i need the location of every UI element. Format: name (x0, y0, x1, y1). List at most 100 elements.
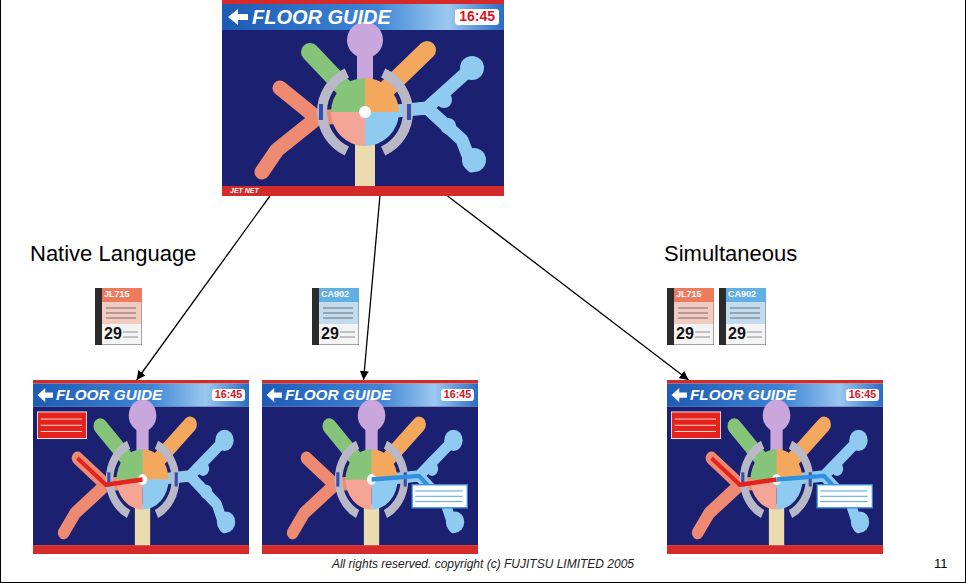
ticket-line (747, 337, 762, 338)
plane-icon (228, 9, 248, 25)
satellite-blue (831, 462, 843, 476)
info-line (41, 425, 82, 426)
ticket-band (674, 288, 714, 302)
mode-label: Simultaneous (664, 241, 797, 266)
ticket-line (730, 318, 760, 319)
ticket-strip (719, 288, 726, 345)
satellite-blue (426, 462, 438, 476)
ticket-body (719, 288, 766, 345)
hub-center (359, 106, 371, 118)
central-hub (317, 68, 413, 155)
ticket-card: JL715 29 (667, 288, 714, 345)
satellite-blue (436, 92, 452, 108)
copyright-footer: All rights reserved. copyright (c) FUJIT… (0, 558, 966, 572)
satellite-blue (444, 430, 462, 451)
ticket-line (678, 308, 708, 309)
ticket-strip (667, 288, 674, 345)
hub-quadrant (372, 479, 398, 509)
satellite-blue (440, 118, 456, 134)
plane-icon (38, 388, 53, 402)
satellite-purple (358, 400, 386, 432)
ring-marker (404, 472, 407, 486)
hub-quadrant (345, 449, 371, 479)
screen-image: FLOOR GUIDE 16:45 (667, 380, 883, 554)
date-day: 29 (321, 325, 339, 343)
frame-line (0, 582, 966, 583)
ticket-mid (319, 302, 359, 324)
satellite-blue (217, 511, 235, 532)
satellite-blue (460, 56, 484, 80)
entrance (355, 140, 375, 186)
hub-quadrant (365, 112, 399, 146)
ticket-body (312, 288, 359, 345)
info-line (415, 490, 462, 491)
frame-line (965, 0, 966, 583)
concourse-arms (698, 424, 859, 532)
info-box-blue (412, 485, 467, 508)
info-line (415, 496, 462, 497)
ticket-line (340, 332, 355, 333)
concourse-arms (64, 424, 225, 532)
screen-art (667, 380, 883, 554)
clock-time: 16:45 (212, 389, 245, 401)
concourse-arms (262, 50, 472, 172)
date-day: 29 (104, 325, 122, 343)
hub-quadrant (345, 479, 371, 509)
ticket-line (730, 313, 760, 314)
info-box-red (38, 412, 87, 439)
ticket-body (667, 288, 714, 345)
ticket-card: JL715 29 (95, 288, 142, 345)
ring-marker (319, 104, 323, 120)
ticket-line (323, 318, 353, 319)
screen-art (222, 0, 504, 196)
hub-quadrant (331, 112, 365, 146)
ticket-band (102, 288, 142, 302)
footer-bar (33, 545, 249, 554)
concourse-arms (293, 424, 454, 532)
ticket-mid (102, 302, 142, 324)
header-strip (262, 380, 478, 384)
ticket-line (106, 308, 136, 309)
ticket-line (695, 332, 710, 333)
satellite-purple (763, 400, 791, 432)
screen-title: FLOOR GUIDE (285, 387, 391, 404)
screen-image: FLOOR GUIDE 16:45 (33, 380, 249, 554)
flight-number: JL715 (104, 290, 130, 300)
screen-title: FLOOR GUIDE (56, 387, 162, 404)
entrance (135, 504, 150, 545)
hub-quadrant (116, 449, 142, 479)
mode-label: Native Language (30, 241, 196, 266)
ticket-card: CA90229 (312, 288, 359, 345)
date-day: 29 (676, 325, 694, 343)
flight-number: JL715 (676, 290, 702, 300)
ticket-band (726, 288, 766, 302)
ring-marker (175, 472, 178, 486)
ticket-line (123, 337, 138, 338)
clock-time: 16:45 (455, 9, 499, 24)
clock-time: 16:45 (846, 389, 879, 401)
ticket-band (319, 288, 359, 302)
screen-art (33, 380, 249, 554)
entrance (769, 504, 784, 545)
info-line (820, 490, 867, 491)
screen-title: FLOOR GUIDE (690, 387, 796, 404)
brand-name: JET NET (230, 187, 259, 195)
ticket-body (95, 288, 142, 345)
screen-image: FLOOR GUIDE16:45JET NET (222, 0, 504, 196)
footer-bar (262, 545, 478, 554)
date-day: 29 (728, 325, 746, 343)
hub-quadrant (372, 449, 398, 479)
ticket-strip (95, 288, 102, 345)
ring-marker (336, 472, 339, 486)
hub-quadrant (777, 449, 803, 479)
hub-quadrant (143, 479, 169, 509)
hub-quadrant (331, 78, 365, 112)
info-line (41, 431, 82, 432)
info-box-blue (817, 485, 872, 508)
flow-arrow (137, 196, 270, 380)
header-strip (667, 380, 883, 384)
flow-arrow (364, 196, 380, 380)
screen-art (262, 380, 478, 554)
satellite-blue (462, 148, 486, 172)
footer-bar (222, 186, 504, 196)
